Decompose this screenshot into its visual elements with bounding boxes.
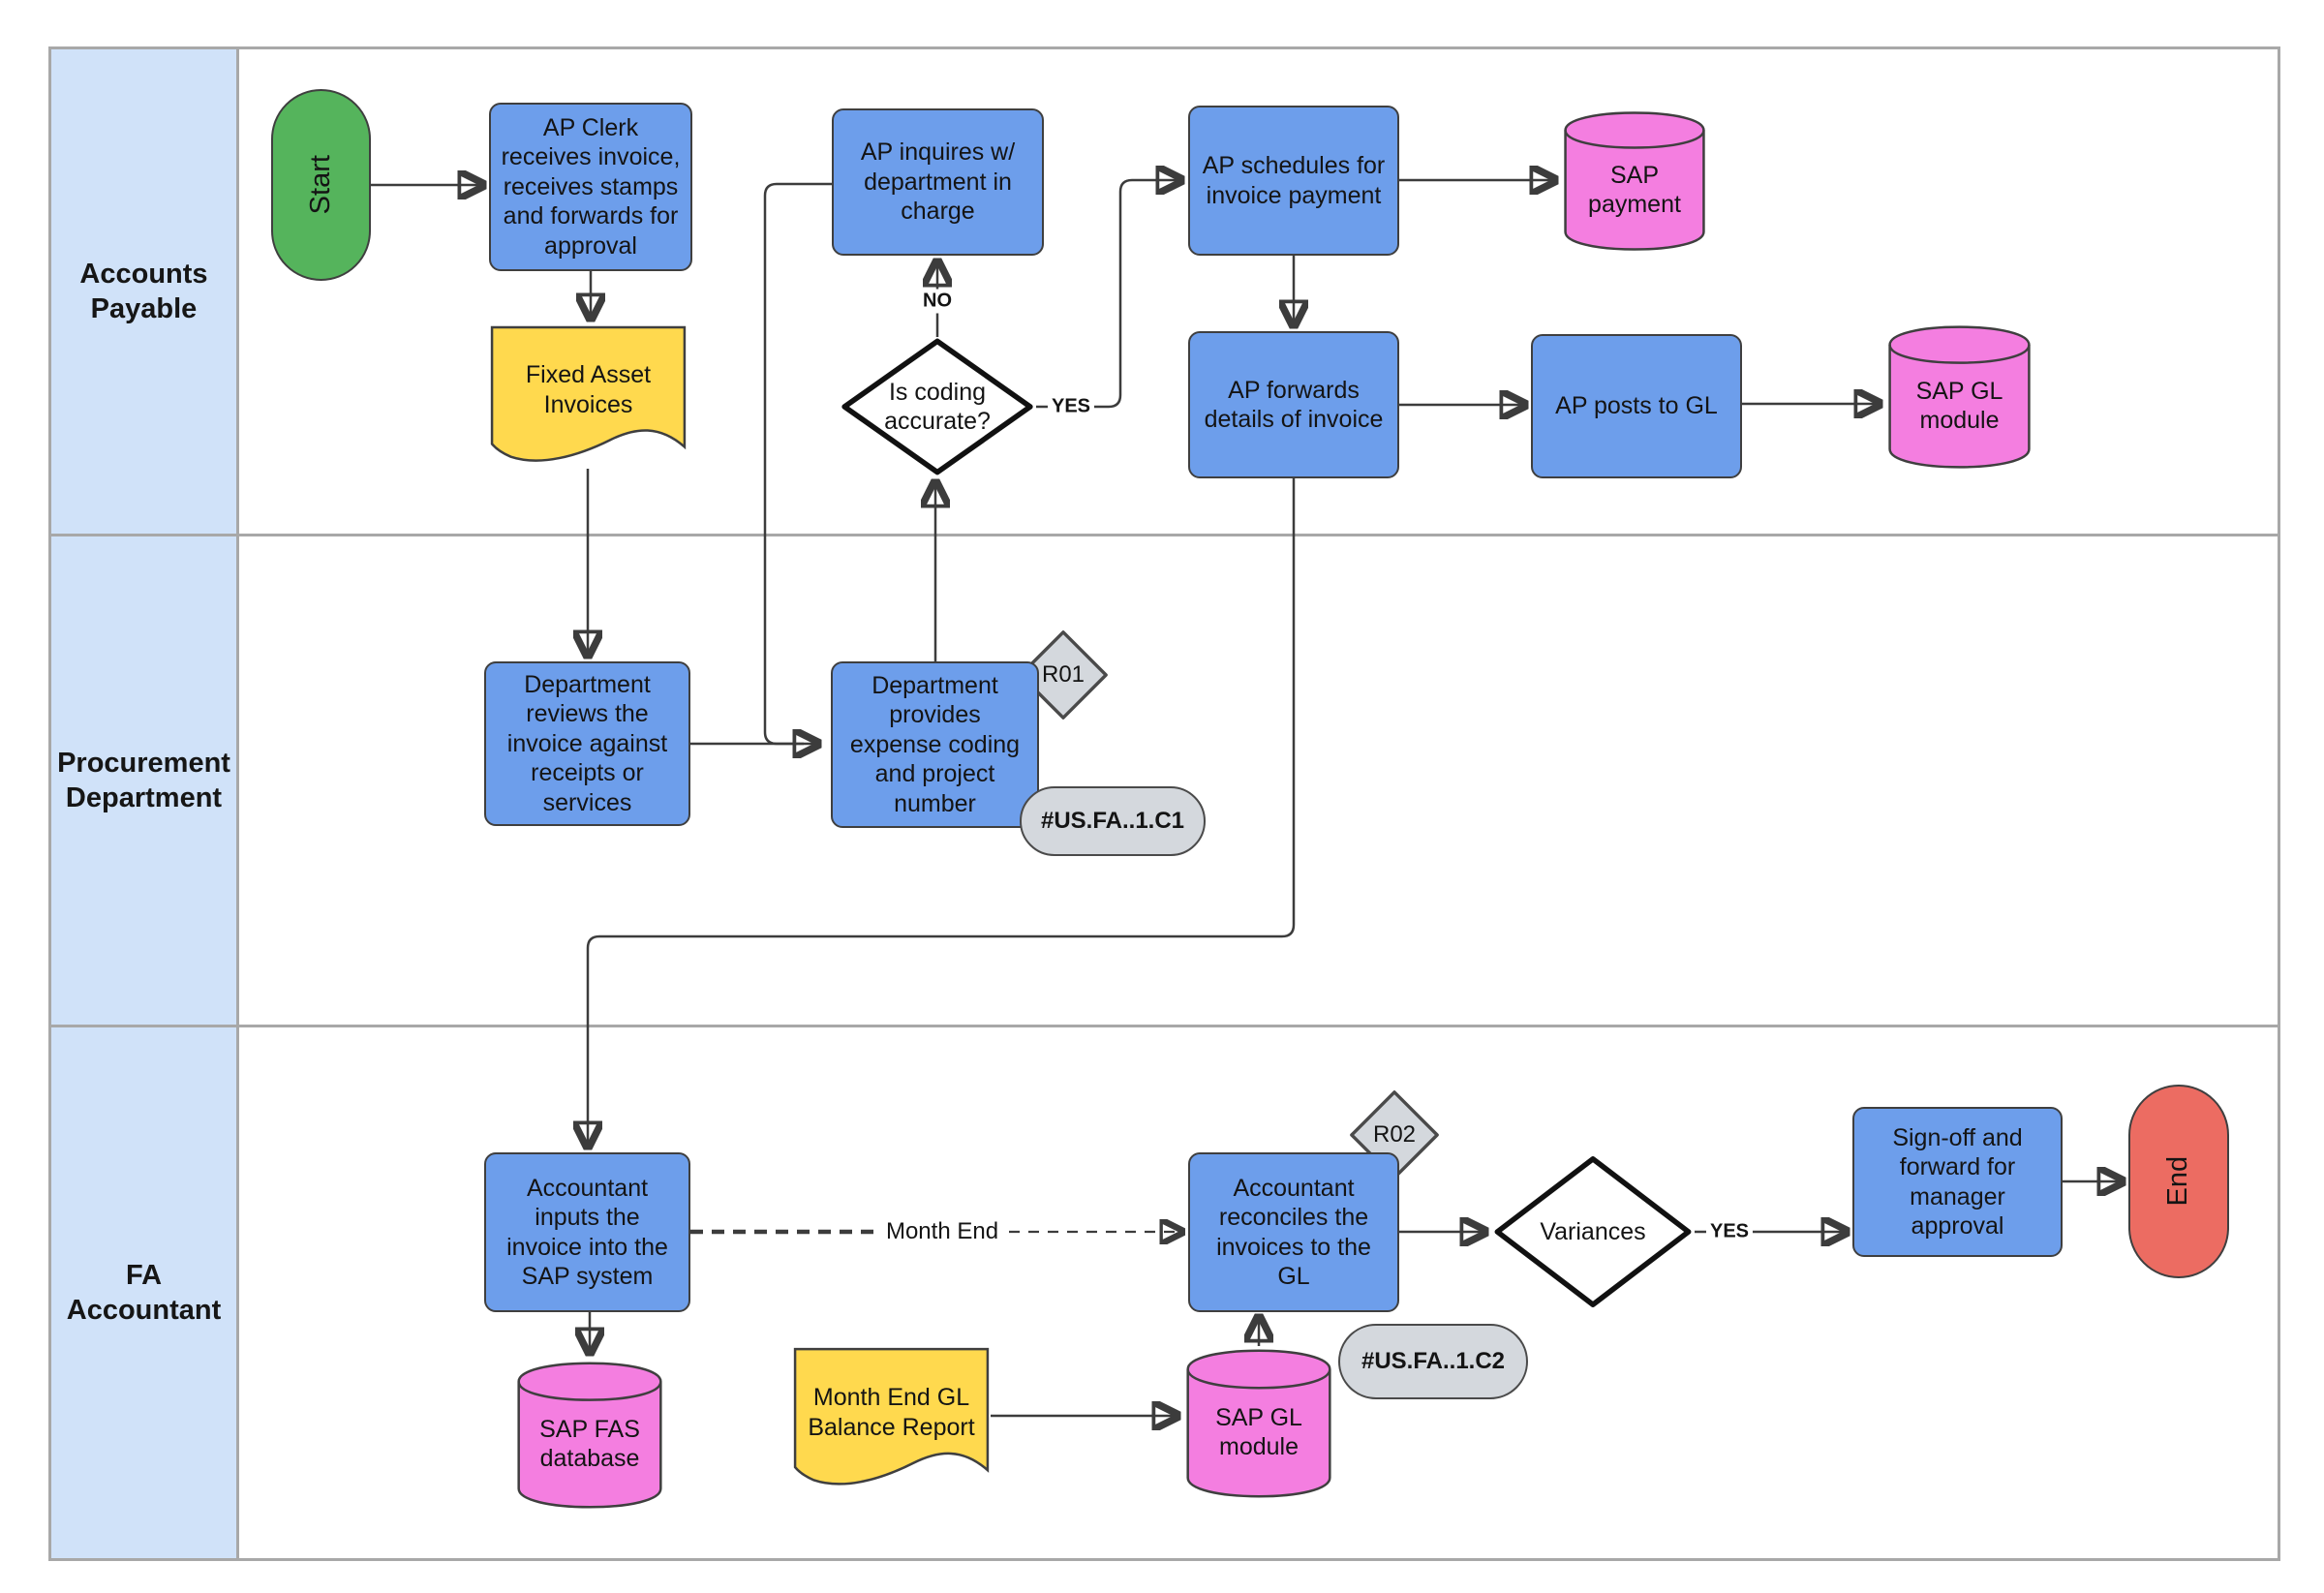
lane-label-accounts-payable: Accounts Payable [51, 49, 239, 534]
node-accountant-inputs: Accountant inputs the invoice into the S… [484, 1152, 690, 1312]
cylinder-shape [1561, 108, 1708, 254]
node-label: Month End GL Balance Report [808, 1384, 975, 1441]
node-label: Is coding accurate? [884, 378, 991, 436]
badge-diamond-shape [1019, 630, 1108, 720]
lane-fa-accountant: FA Accountant [51, 1025, 2278, 1558]
node-label: SAP GL module [1915, 377, 2003, 435]
node-label: AP inquires w/ department in charge [860, 138, 1016, 226]
node-label: Start [304, 155, 336, 215]
decision-diamond-shape [1491, 1154, 1695, 1309]
node-ap-clerk: AP Clerk receives invoice, receives stam… [489, 103, 692, 271]
node-ap-schedules: AP schedules for invoice payment [1188, 106, 1399, 256]
edge-ap-inquires-to-dept-provides [763, 182, 832, 746]
node-dept-reviews: Department reviews the invoice against r… [484, 661, 690, 826]
badge-label: R01 [1041, 661, 1086, 689]
cylinder-shape [1885, 322, 2034, 472]
node-coding-decision: Is coding accurate? [839, 337, 1036, 476]
node-ap-inquires: AP inquires w/ department in charge [832, 108, 1044, 256]
node-sign-off: Sign-off and forward for manager approva… [1852, 1107, 2063, 1257]
node-label: Accountant reconciles the invoices to th… [1216, 1174, 1371, 1291]
document-shape [792, 1346, 991, 1496]
node-label: Sign-off and forward for manager approva… [1892, 1123, 2023, 1241]
node-label: AP forwards details of invoice [1204, 376, 1384, 434]
node-label: Fixed Asset Invoices [525, 361, 652, 418]
badge-label: #US.FA..1.C1 [1040, 808, 1185, 835]
node-start: Start [271, 89, 371, 281]
node-end: End [2128, 1085, 2229, 1278]
node-label: Department reviews the invoice against r… [506, 670, 668, 816]
edge-label-month-end: Month End [881, 1217, 1003, 1246]
node-fixed-asset-invoices: Fixed Asset Invoices [489, 324, 688, 473]
node-sap-fas-database: SAP FAS database [514, 1359, 665, 1512]
node-label: SAP GL module [1215, 1403, 1302, 1461]
swimlane-frame: Accounts Payable Procurement Department … [48, 46, 2280, 1561]
decision-diamond-shape [839, 337, 1036, 476]
node-label: Department provides expense coding and p… [849, 671, 1021, 817]
lane-accounts-payable: Accounts Payable [51, 49, 2278, 534]
lane-procurement-department: Procurement Department [51, 534, 2278, 1025]
edge-label-no: NO [919, 289, 956, 314]
node-dept-provides: Department provides expense coding and p… [831, 661, 1039, 828]
badge-label: R02 [1372, 1121, 1417, 1149]
edge-coding-yes-to-ap-schedules [1036, 180, 1180, 409]
control-badge-us-fa-1-c1: #US.FA..1.C1 [1020, 786, 1206, 856]
lane-label-procurement-department: Procurement Department [51, 536, 239, 1025]
node-sap-gl-module-ap: SAP GL module [1885, 322, 2034, 472]
cylinder-shape [514, 1359, 665, 1512]
node-accountant-reconciles: Accountant reconciles the invoices to th… [1188, 1152, 1399, 1312]
node-label: AP Clerk receives invoice, receives stam… [501, 113, 681, 260]
node-variances-decision: Variances [1491, 1154, 1695, 1309]
edge-ap-forwards-to-accountant-inputs [588, 478, 1296, 1146]
edge-label-yes-coding: YES [1047, 394, 1095, 419]
node-ap-posts: AP posts to GL [1531, 334, 1742, 478]
document-shape [489, 324, 688, 473]
lane-label-fa-accountant: FA Accountant [51, 1027, 239, 1558]
node-label: Variances [1540, 1217, 1646, 1245]
node-label: SAP payment [1588, 161, 1681, 219]
node-label: Accountant inputs the invoice into the S… [506, 1174, 668, 1291]
node-label: SAP FAS database [539, 1415, 640, 1473]
node-label: End [2162, 1156, 2194, 1207]
node-label: AP posts to GL [1555, 392, 1718, 420]
risk-badge-r01: R01 [1017, 628, 1110, 721]
node-sap-payment: SAP payment [1561, 108, 1708, 254]
node-label: AP schedules for invoice payment [1202, 152, 1386, 209]
node-month-end-report: Month End GL Balance Report [792, 1346, 991, 1496]
node-ap-forwards: AP forwards details of invoice [1188, 331, 1399, 478]
cylinder-shape [1183, 1346, 1334, 1501]
edge-label-yes-variances: YES [1705, 1219, 1754, 1244]
node-sap-gl-module-fa: SAP GL module [1183, 1346, 1334, 1501]
badge-label: #US.FA..1.C2 [1361, 1348, 1506, 1375]
control-badge-us-fa-1-c2: #US.FA..1.C2 [1338, 1324, 1528, 1399]
